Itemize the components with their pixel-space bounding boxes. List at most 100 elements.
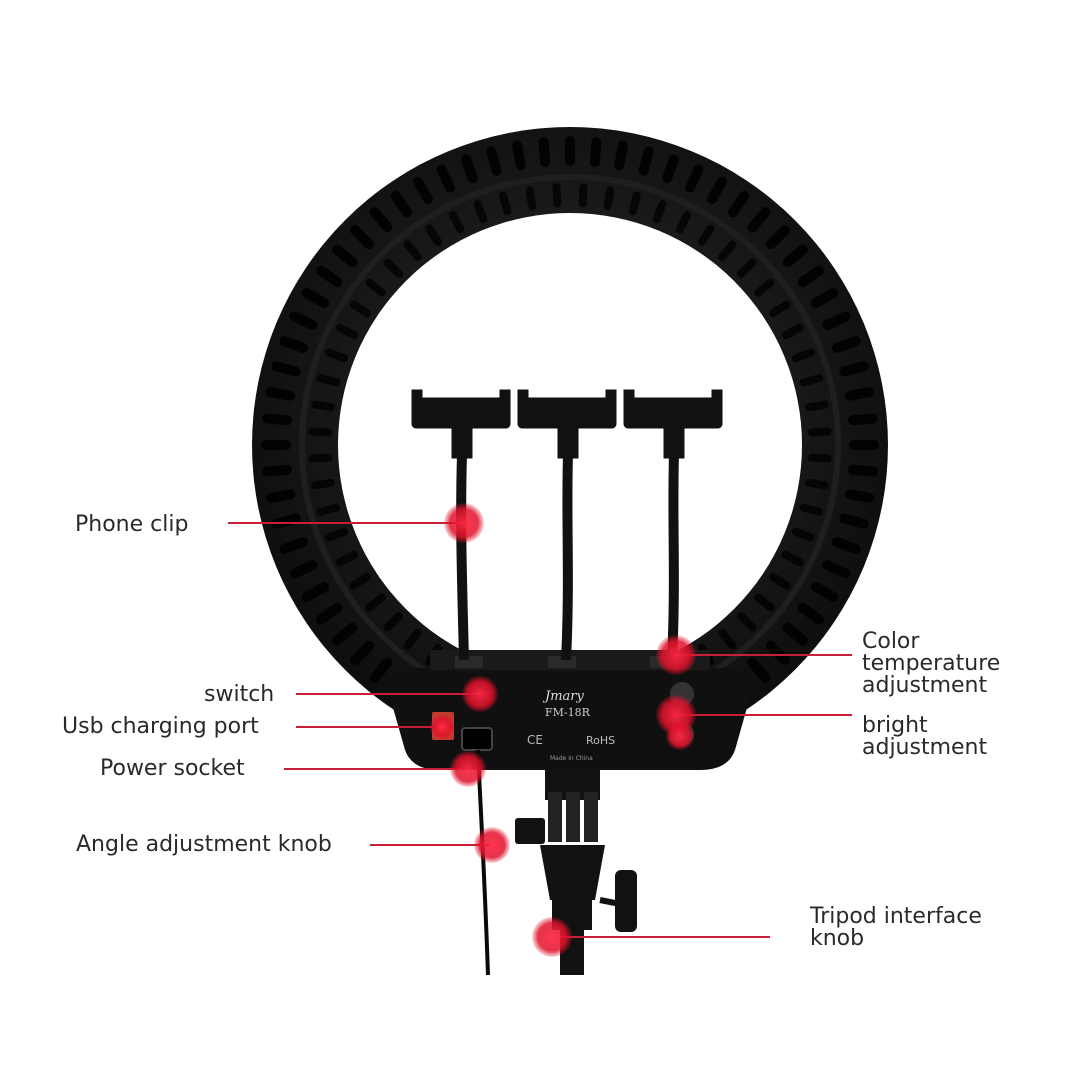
ring-tread-inner: [675, 211, 692, 234]
ring-tread-inner: [737, 258, 757, 278]
ring-tread-inner: [807, 453, 832, 463]
ring-tread-outer: [765, 225, 790, 250]
ring-tread-outer: [844, 489, 875, 503]
ring-tread-outer: [538, 137, 551, 168]
ring-tread-outer: [369, 207, 393, 233]
ring-tread-inner: [311, 478, 335, 490]
ring-tread-inner: [383, 258, 403, 278]
ring-tread-outer: [301, 582, 330, 602]
ring-tread-outer: [638, 146, 654, 176]
ring-tread-outer: [332, 244, 358, 268]
ce-mark-text: CE: [527, 733, 543, 747]
marker-phone-clip: [444, 503, 484, 543]
ring-tread-outer: [727, 190, 750, 218]
ring-tread-inner: [628, 191, 641, 216]
ring-tread-outer: [614, 140, 628, 171]
marker-power-socket: [450, 751, 486, 787]
ring-tread-inner: [697, 224, 715, 247]
ring-tread-outer: [839, 361, 869, 377]
label-power-socket: Power socket: [100, 756, 245, 781]
ring-tread-inner: [316, 374, 341, 387]
label-color-temp-line3: adjustment: [862, 673, 988, 698]
ring-tread-inner: [805, 478, 829, 490]
stand-bracket: [515, 770, 637, 975]
ring-tread-inner: [336, 323, 359, 340]
ring-tread-outer: [847, 464, 878, 477]
ring-tread-inner: [799, 503, 824, 516]
ring-tread-outer: [262, 464, 293, 477]
ring-tread-outer: [831, 336, 861, 353]
label-color-temp-line1: Color: [862, 629, 920, 654]
ring-tread-inner: [499, 191, 512, 216]
ring-tread-outer: [315, 602, 343, 625]
marker-usb-port: [430, 715, 454, 739]
label-tripod-line1: Tripod interface: [810, 904, 982, 929]
ring-tread-inner: [768, 300, 791, 318]
ring-tread-inner: [781, 550, 804, 567]
ring-tread-inner: [336, 550, 359, 567]
ring-tread-inner: [791, 527, 815, 542]
marker-bright-2: [666, 722, 694, 750]
marker-color-temp: [656, 635, 696, 675]
ring-tread-outer: [747, 657, 771, 683]
ring-tread-outer: [486, 146, 502, 176]
ring-tread-outer: [279, 537, 309, 554]
ring-tread-inner: [473, 200, 488, 224]
ring-tread-outer: [271, 361, 301, 377]
ring-tread-outer: [289, 560, 318, 579]
ring-tread-outer: [822, 560, 851, 579]
ring-tread-outer: [810, 288, 839, 308]
ring-tread-outer: [822, 311, 851, 330]
ring-tread-outer: [332, 622, 358, 646]
ring-tread-inner: [525, 186, 537, 210]
label-tripod-line2: knob: [810, 926, 865, 951]
ring-tread-outer: [747, 207, 771, 233]
brand-text: Jmary: [542, 689, 585, 704]
ring-tread-inner: [754, 278, 775, 297]
ring-tread-inner: [316, 503, 341, 516]
ring-tread-inner: [737, 612, 757, 632]
leader-lines: [228, 522, 852, 938]
ring-tread-inner: [768, 572, 791, 590]
callout-markers: [430, 503, 696, 957]
ring-tread-inner: [448, 211, 465, 234]
ring-tread-outer: [844, 387, 875, 401]
ring-tread-inner: [349, 300, 372, 318]
label-bright-line1: bright: [862, 713, 928, 738]
marker-tripod-knob: [532, 917, 572, 957]
ring-tread-inner: [308, 427, 333, 437]
ring-tread-outer: [831, 537, 861, 554]
ring-tread-inner: [425, 224, 443, 247]
ring-tread-outer: [350, 225, 375, 250]
marker-angle-knob: [474, 827, 510, 863]
ring-tread-inner: [718, 629, 737, 650]
marker-switch: [462, 676, 498, 712]
ring-tread-inner: [325, 527, 349, 542]
ring-tread-outer: [262, 413, 293, 426]
ring-tread-outer: [685, 164, 704, 193]
label-usb-port: Usb charging port: [62, 714, 259, 739]
ring-tread-outer: [315, 265, 343, 288]
ring-tread-outer: [782, 244, 808, 268]
ring-tread-inner: [403, 240, 422, 261]
label-phone-clip: Phone clip: [75, 512, 189, 537]
ring-tread-outer: [512, 140, 526, 171]
ring-tread-outer: [839, 513, 869, 529]
ring-tread-inner: [805, 400, 829, 412]
ring-tread-inner: [365, 278, 386, 297]
ring-tread-inner: [552, 183, 562, 208]
ring-tread-inner: [781, 323, 804, 340]
power-cable: [476, 749, 490, 976]
ring-tread-outer: [461, 154, 478, 184]
label-color-temp-line2: temperature: [862, 651, 1001, 676]
ring-tread-outer: [797, 602, 825, 625]
ring-tread-outer: [279, 336, 309, 353]
ring-tread-outer: [289, 311, 318, 330]
ring-tread-outer: [369, 657, 393, 683]
label-switch: switch: [204, 682, 275, 707]
ring-tread-inner: [799, 374, 824, 387]
ring-tread-inner: [349, 572, 372, 590]
ring-tread-inner: [311, 400, 335, 412]
